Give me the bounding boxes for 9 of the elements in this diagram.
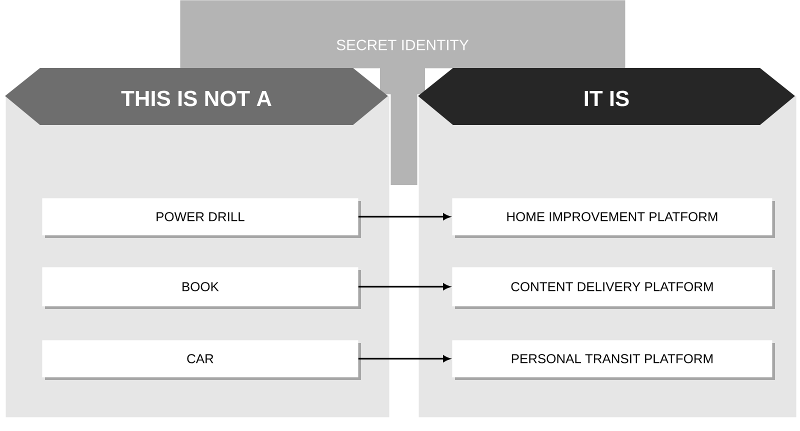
arrow bbox=[358, 213, 450, 220]
item-box: HOME IMPROVEMENT PLATFORM bbox=[452, 198, 775, 238]
item-box: BOOK bbox=[42, 267, 361, 309]
arrow bbox=[358, 355, 450, 362]
arrow bbox=[358, 283, 450, 290]
item-box: POWER DRILL bbox=[42, 198, 361, 238]
item-box: CONTENT DELIVERY PLATFORM bbox=[452, 267, 775, 309]
item-box: PERSONAL TRANSIT PLATFORM bbox=[452, 340, 775, 380]
item-box: CAR bbox=[42, 340, 361, 380]
